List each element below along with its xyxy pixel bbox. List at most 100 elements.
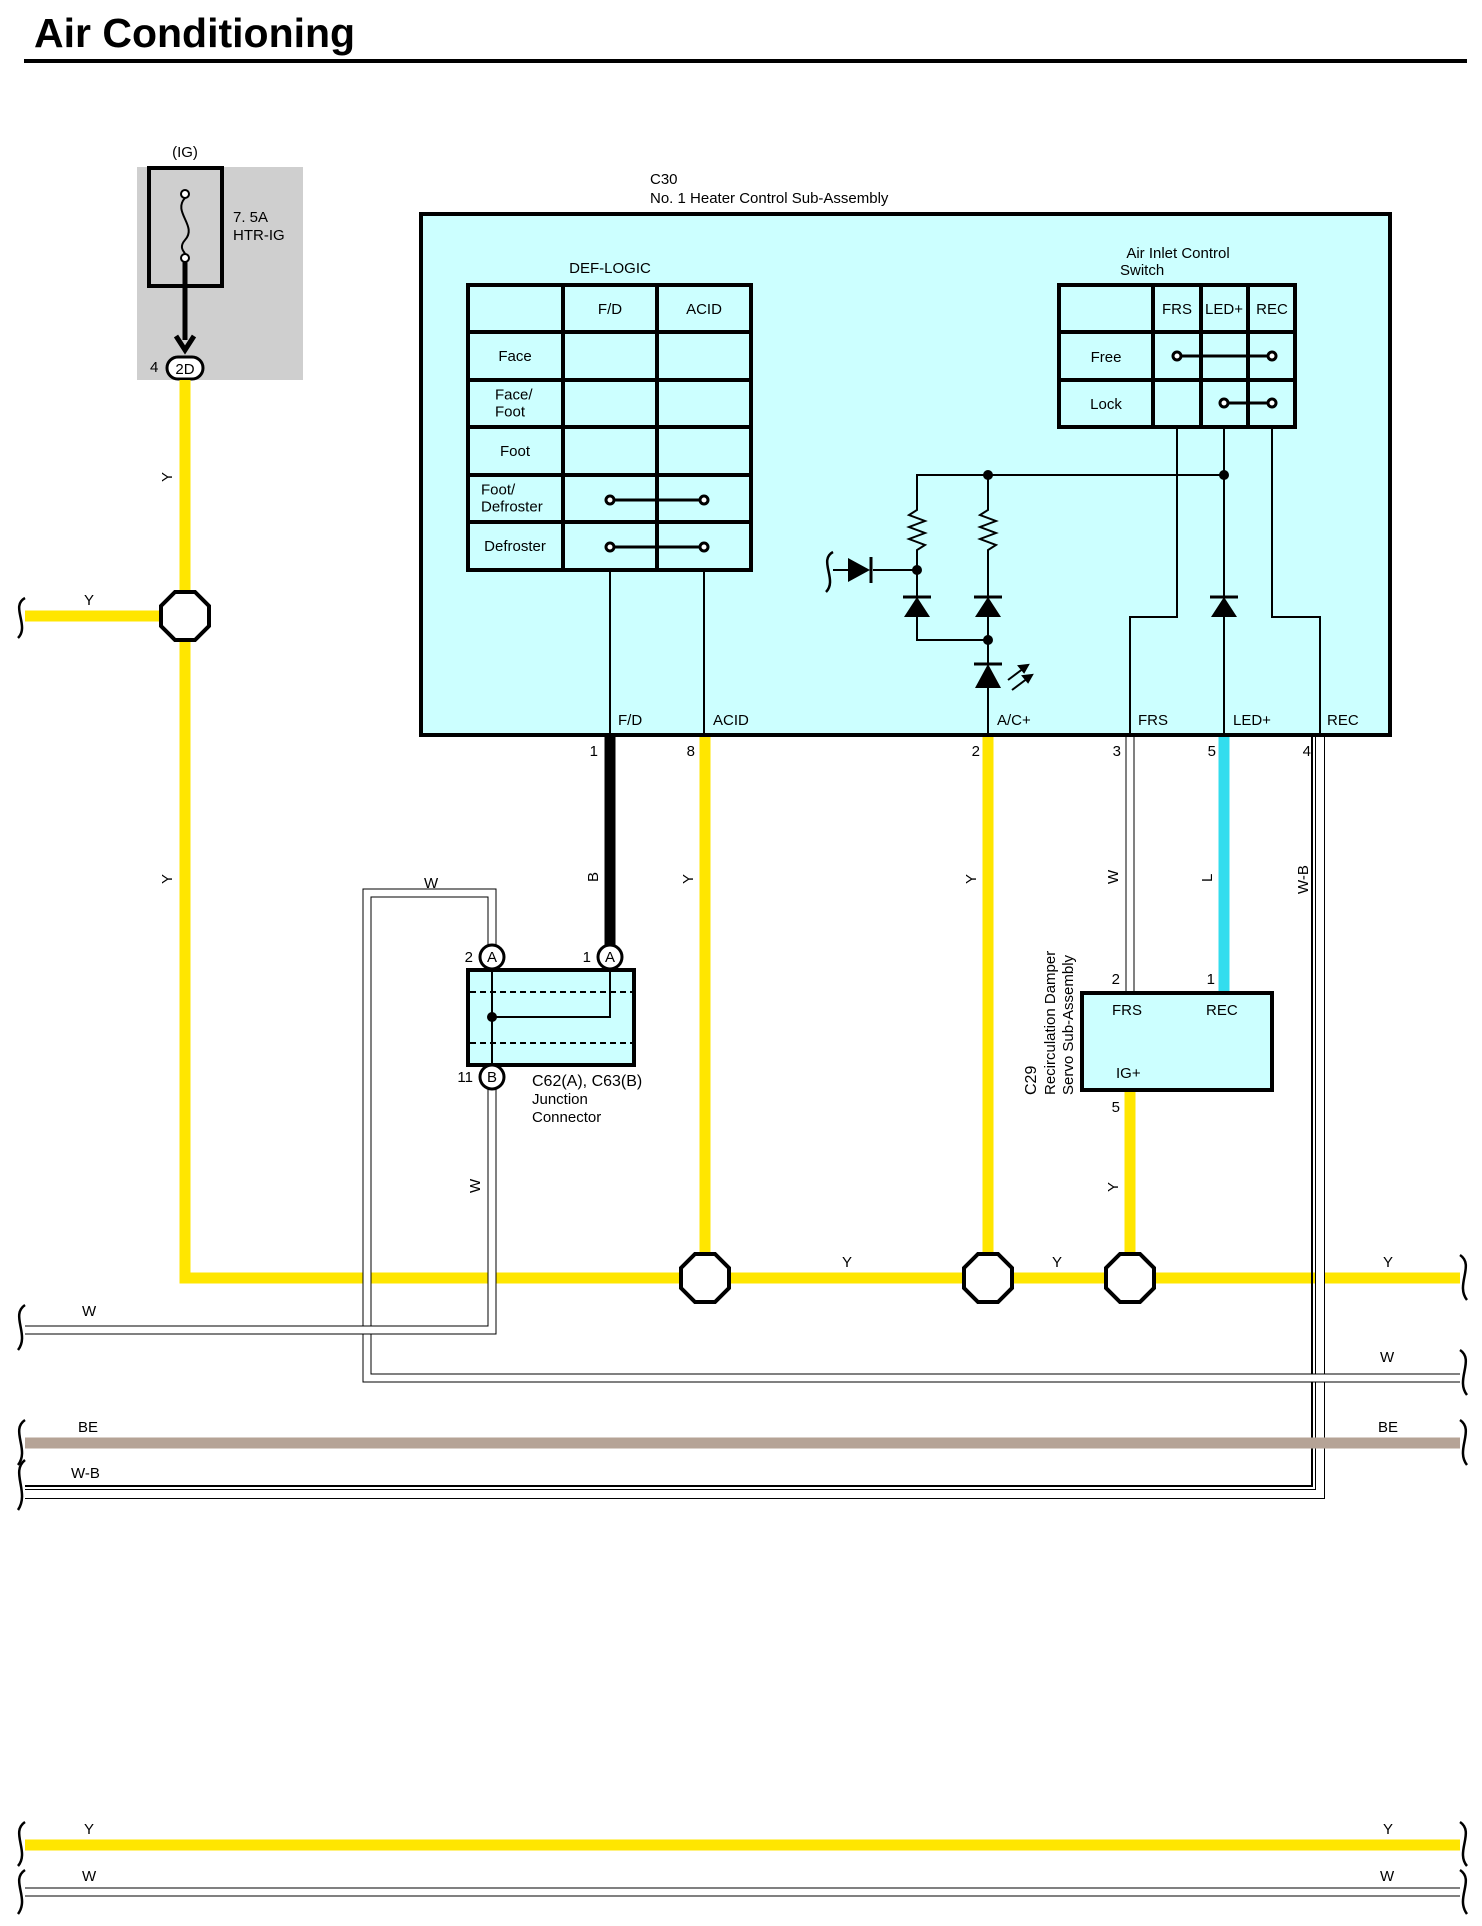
def-logic-row-label: Foot <box>495 403 526 420</box>
wire-label: Y <box>1383 1254 1393 1271</box>
junction-name-line2: Connector <box>532 1109 601 1126</box>
break-icon <box>1459 1253 1469 1301</box>
break-icon <box>16 1868 26 1915</box>
wire-color-labels: Y Y Y W B Y Y W L W-B W Y Y Y Y W W BE B… <box>71 472 1398 1885</box>
pin-frs: 3 <box>1113 743 1121 760</box>
def-logic-row-label: Defroster <box>484 538 546 555</box>
air-inlet-contacts <box>1171 350 1278 409</box>
led-light-icon <box>1007 663 1034 691</box>
page-title: Air Conditioning <box>34 10 356 56</box>
damper-terminal-rec: REC <box>1206 1002 1238 1019</box>
damper-pin-rec: 1 <box>1207 971 1215 988</box>
contact-icon <box>604 541 616 553</box>
junction-internal <box>491 970 611 1077</box>
fuse-name: HTR-IG <box>233 227 285 244</box>
wire-label: L <box>1199 874 1216 882</box>
terminal-led: LED+ <box>1233 712 1271 729</box>
fuse-pin: 4 <box>150 359 158 376</box>
break-icon <box>824 550 834 593</box>
resistor-icon <box>977 500 999 597</box>
def-logic-row-label: Face/ <box>495 386 533 403</box>
damper-name-line2: Servo Sub-Assembly <box>1060 954 1077 1095</box>
resistor-icon <box>906 500 928 570</box>
fuse-element-icon <box>180 197 190 255</box>
contact-icon <box>1266 350 1278 362</box>
damper-terminal-ig: IG+ <box>1116 1065 1141 1082</box>
junction-pin-num: 11 <box>457 1069 473 1086</box>
splice-point <box>159 590 211 642</box>
junction-pin-a <box>596 943 624 971</box>
wire-w-junc <box>25 1077 496 1334</box>
wire-w-loop <box>363 889 1460 1382</box>
wire-label: W-B <box>1295 865 1312 894</box>
wire-wb-rec-stripe <box>25 735 1313 1487</box>
damper-pin-ig: 5 <box>1112 1099 1120 1116</box>
junction-dot <box>487 1012 497 1022</box>
heater-control-module: C30 No. 1 Heater Control Sub-Assembly DE… <box>419 171 1392 760</box>
terminal-rec: REC <box>1327 712 1359 729</box>
title-rule <box>24 59 1467 63</box>
wire-label: W <box>82 1303 97 1320</box>
internal-line <box>916 617 988 641</box>
wire-break-symbols <box>16 596 1469 1915</box>
wire-label: BE <box>1378 1419 1398 1436</box>
fuse-terminal-top <box>180 189 190 199</box>
break-icon <box>1459 1348 1469 1396</box>
diode-icon <box>848 558 870 582</box>
contact-icon <box>1171 350 1183 362</box>
junction-code: C62(A), C63(B) <box>532 1073 642 1090</box>
damper-servo: FRS REC IG+ 2 1 5 C29 Recirculation Damp… <box>1023 951 1274 1116</box>
fuse-connector-label: 2D <box>175 361 194 378</box>
diode-icon <box>1211 597 1237 617</box>
wire-label: W <box>82 1868 97 1885</box>
wire-wb-rec <box>25 735 1324 1498</box>
wire-label: B <box>585 872 602 882</box>
def-logic-col-acid: ACID <box>686 301 722 318</box>
damper-pin-frs: 2 <box>1112 971 1120 988</box>
junction-pin-b <box>478 1063 506 1091</box>
junction-pin-a-label: A <box>605 949 615 966</box>
heater-control-name: No. 1 Heater Control Sub-Assembly <box>650 190 889 207</box>
wire-y-main <box>179 380 1460 1284</box>
junction-dot <box>983 470 993 480</box>
connector-2d <box>165 355 205 381</box>
break-icon <box>16 1303 26 1351</box>
wire-label: Y <box>84 592 94 609</box>
terminal-acid: ACID <box>713 712 749 729</box>
wire-label: W <box>1105 869 1122 884</box>
def-logic-row-label: Foot <box>500 443 531 460</box>
damper-code: C29 <box>1023 1066 1040 1095</box>
splice-point <box>962 1252 1014 1304</box>
terminal-frs: FRS <box>1138 712 1168 729</box>
wire-label: Y <box>1105 1182 1122 1192</box>
break-icon <box>16 1418 26 1466</box>
contact-icon <box>604 494 616 506</box>
junction-connector: A A B 2 1 11 C62(A), C63(B) Junction Con… <box>457 943 642 1126</box>
wire-label: Y <box>84 1821 94 1838</box>
wire-label: Y <box>842 1254 852 1271</box>
break-icon <box>1459 1868 1469 1915</box>
splice-point <box>679 1252 731 1304</box>
junction-pin-num: 1 <box>583 949 591 966</box>
wire-label: W <box>1380 1349 1395 1366</box>
junction-pin-b-label: B <box>487 1069 497 1086</box>
wires <box>25 380 1460 1897</box>
wire-label: W <box>1380 1868 1395 1885</box>
junction-dot <box>983 635 993 645</box>
splice-point <box>1104 1252 1156 1304</box>
pin-fd: 1 <box>590 743 598 760</box>
air-inlet-row-free: Free <box>1091 349 1122 366</box>
contact-icon <box>698 541 710 553</box>
air-inlet-title-line2: Switch <box>1120 262 1164 279</box>
def-logic-row-label: Face <box>498 348 531 365</box>
junction-name-line1: Junction <box>532 1091 588 1108</box>
pin-ac: 2 <box>972 743 980 760</box>
junction-pin-a <box>478 943 506 971</box>
terminal-ac: A/C+ <box>997 712 1031 729</box>
air-inlet-col-frs: FRS <box>1162 301 1192 318</box>
wire-label: Y <box>159 472 176 482</box>
wire-label: Y <box>963 874 980 884</box>
def-logic-contacts <box>604 494 710 553</box>
